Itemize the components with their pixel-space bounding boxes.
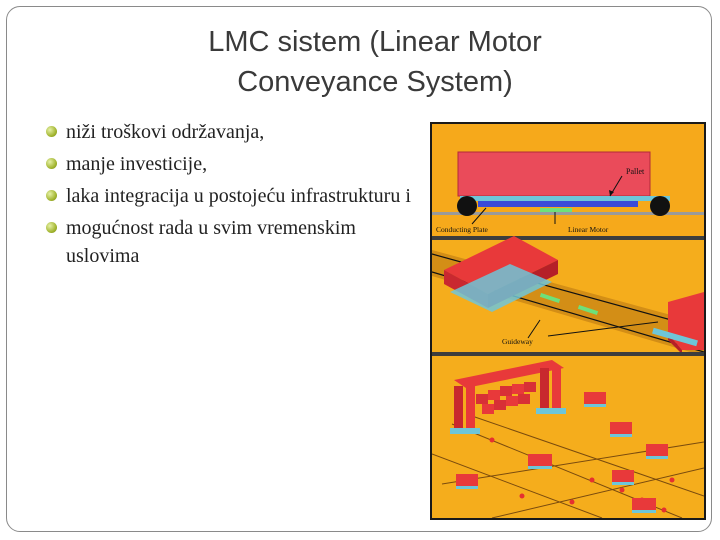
label-linear-motor: Linear Motor [568, 225, 609, 234]
label-conducting-plate: Conducting Plate [436, 225, 489, 234]
bullet-list: niži troškovi održavanja, manje investic… [44, 118, 414, 274]
lmc-illustration-svg: Pallet Conducting Plate Linear Motor [432, 124, 704, 518]
bullet-text: mogućnost rada u svim vremenskim uslovim… [66, 217, 356, 267]
bullet-item: laka integracija u postojeću infrastrukt… [44, 182, 414, 210]
label-pallet: Pallet [626, 167, 645, 176]
cross-section-panel: Pallet Conducting Plate Linear Motor [432, 124, 704, 236]
pallet-shape [457, 151, 651, 197]
title-line-1: LMC sistem (Linear Motor [208, 26, 542, 58]
terminal-panel [432, 356, 704, 518]
bullet-icon [46, 190, 57, 201]
slide-title: LMC sistem (Linear Motor Conveyance Syst… [120, 22, 630, 102]
bullet-icon [46, 126, 57, 137]
wheel-right [650, 196, 670, 216]
vehicles [456, 392, 668, 513]
gantry-crane [450, 360, 566, 434]
bullet-item: mogućnost rada u svim vremenskim uslovim… [44, 214, 414, 270]
bullet-item: niži troškovi održavanja, [44, 118, 414, 146]
bullet-item: manje investicije, [44, 150, 414, 178]
bullet-icon [46, 158, 57, 169]
bullet-text: laka integracija u postojeću infrastrukt… [66, 185, 411, 207]
bullet-text: niži troškovi održavanja, [66, 121, 265, 143]
lmc-illustration: Pallet Conducting Plate Linear Motor [430, 122, 706, 520]
title-line-2: Conveyance System) [237, 66, 513, 98]
guideway-panel: Guideway [432, 236, 704, 356]
label-guideway: Guideway [502, 337, 533, 346]
bullet-icon [46, 222, 57, 233]
bullet-text: manje investicije, [66, 153, 208, 175]
wheel-left [457, 196, 477, 216]
